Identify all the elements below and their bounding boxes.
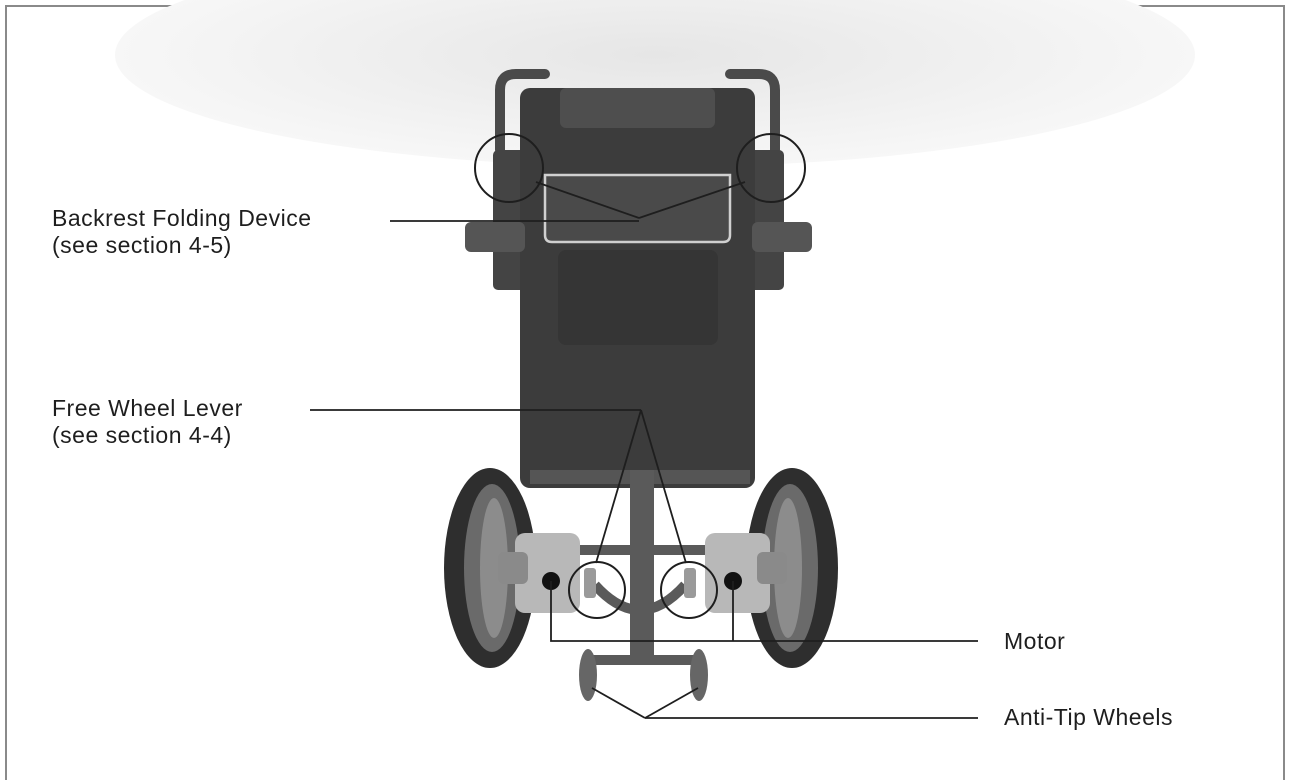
leader-free-wheel-to-left [595, 409, 642, 564]
callout-anti-tip: Anti-Tip Wheels [1004, 704, 1173, 731]
anti-tip-wheel-left [579, 649, 597, 701]
callout-motor: Motor [1004, 628, 1065, 655]
armrest-left [465, 222, 525, 252]
callout-circle-lever-right [660, 561, 718, 619]
back-pocket [543, 173, 732, 244]
leader-anti-tip-left [591, 687, 646, 719]
leader-backrest-to-right [638, 181, 746, 219]
leader-anti-tip-right [644, 687, 699, 719]
callout-free-wheel: Free Wheel Lever (see section 4-4) [52, 395, 243, 449]
backdrop-glow [115, 0, 1195, 167]
callout-anti-tip-label: Anti-Tip Wheels [1004, 704, 1173, 730]
push-handle-left [495, 69, 550, 155]
callout-free-wheel-note: (see section 4-4) [52, 422, 232, 448]
leader-backrest-to-left [535, 181, 640, 219]
free-wheel-lever-right [684, 568, 696, 598]
callout-circle-backrest-left [474, 133, 544, 203]
right-motor [705, 533, 787, 613]
callout-motor-label: Motor [1004, 628, 1066, 654]
callout-backrest-label: Backrest Folding Device [52, 205, 312, 231]
leader-motor [550, 581, 978, 642]
callout-circle-backrest-right [736, 133, 806, 203]
wheelchair-illustration [444, 69, 838, 701]
armrest-right [752, 222, 812, 252]
free-wheel-lever-left [584, 568, 596, 598]
left-rear-wheel [444, 468, 536, 668]
callout-free-wheel-label: Free Wheel Lever [52, 395, 243, 421]
anti-tip-wheel-right [690, 649, 708, 701]
callout-backrest-note: (see section 4-5) [52, 232, 232, 258]
leader-free-wheel-to-right [640, 409, 687, 564]
right-rear-wheel [746, 468, 838, 668]
push-handle-right [725, 69, 780, 155]
left-motor [498, 533, 580, 613]
callout-backrest: Backrest Folding Device (see section 4-5… [52, 205, 312, 259]
